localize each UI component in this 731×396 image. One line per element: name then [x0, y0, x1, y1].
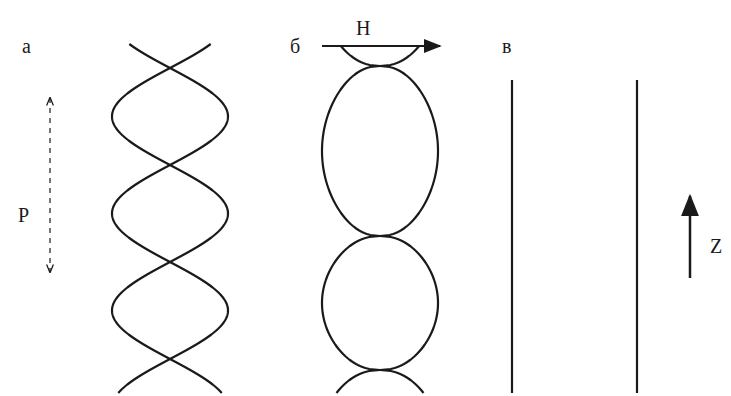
helix-strand — [322, 46, 438, 393]
pitch-label: P — [18, 205, 29, 225]
field-label: H — [356, 18, 370, 38]
helix-strand — [112, 44, 228, 393]
axis-arrow — [689, 196, 692, 278]
panel-letter: в — [502, 36, 511, 56]
panel-letter: б — [290, 36, 300, 56]
unwound-line-left — [511, 80, 513, 393]
helix-strand — [322, 46, 438, 393]
pitch-dimension — [49, 98, 50, 272]
helix-strand — [112, 44, 228, 393]
axis-label: Z — [710, 236, 722, 256]
field-arrow — [322, 45, 440, 47]
unwound-line-right — [636, 80, 638, 393]
helix-a — [112, 44, 228, 393]
panel-letter: а — [22, 36, 31, 56]
helix-b — [322, 46, 438, 393]
